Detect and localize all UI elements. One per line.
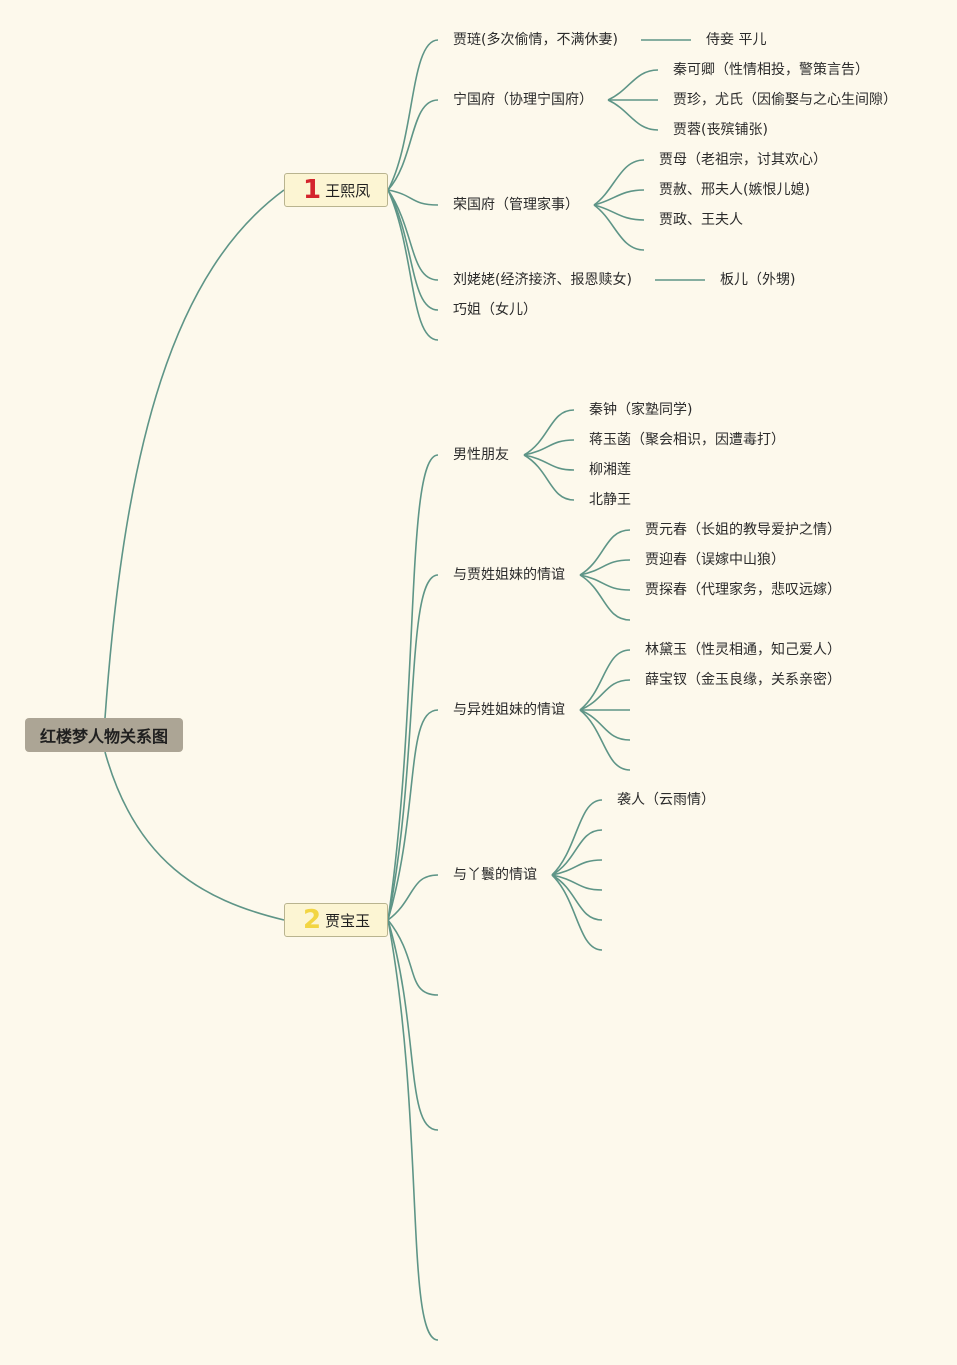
node-maids[interactable]: 与丫鬟的情谊 — [453, 867, 537, 883]
link-main2-b6 — [387, 919, 439, 1131]
node-liulaolao[interactable]: 刘姥姥(经济接济、报恩赎女) — [453, 272, 632, 288]
main-node-label: 王熙凤 — [325, 181, 371, 200]
node-rongguo-child[interactable]: 贾赦、邢夫人(嫉恨儿媳) — [659, 182, 810, 198]
node-ningguo-child[interactable]: 贾蓉(丧殡铺张) — [673, 122, 768, 138]
link-root-main2 — [104, 751, 285, 921]
link-main2-b5 — [387, 919, 439, 996]
link-main1-extra — [387, 189, 439, 341]
link-ningguo-c1 — [607, 69, 659, 101]
link-jia-c4 — [579, 574, 631, 621]
link-maids-c6 — [551, 874, 603, 951]
root-node[interactable]: 红楼梦人物关系图 — [25, 718, 183, 752]
link-other-c5 — [579, 709, 631, 771]
node-other-sister[interactable]: 薛宝钗（金玉良缘，关系亲密） — [645, 672, 841, 688]
main-node-jia-baoyu[interactable]: 2 贾宝玉 — [284, 903, 388, 937]
main-node-wang-xifeng[interactable]: 1 王熙凤 — [284, 173, 388, 207]
link-maids-c4 — [551, 874, 603, 891]
link-main1-ningguo — [387, 99, 439, 191]
node-maid[interactable]: 袭人（云雨情） — [617, 792, 715, 808]
link-main2-b7 — [387, 919, 439, 1341]
link-main1-jialian — [387, 39, 439, 191]
node-ningguo-child[interactable]: 秦可卿（性情相投，警策言告） — [673, 62, 869, 78]
link-other-c2 — [579, 679, 631, 711]
link-maids-c1 — [551, 799, 603, 876]
link-jia-c2 — [579, 559, 631, 576]
node-male-friend[interactable]: 北静王 — [589, 492, 631, 508]
link-other-c1 — [579, 649, 631, 711]
link-rongguo-c2 — [593, 189, 645, 206]
link-maids-c3 — [551, 859, 603, 876]
node-jia-sister[interactable]: 贾元春（长姐的教导爱护之情） — [645, 522, 841, 538]
link-main2-other — [387, 709, 439, 921]
node-rongguo[interactable]: 荣国府（管理家事） — [453, 197, 579, 213]
node-male-friends[interactable]: 男性朋友 — [453, 447, 509, 463]
node-ningguo-child[interactable]: 贾珍，尤氏（因偷娶与之心生间隙） — [673, 92, 897, 108]
link-jia-c3 — [579, 574, 631, 591]
node-ningguo[interactable]: 宁国府（协理宁国府） — [453, 92, 593, 108]
link-main2-male — [387, 454, 439, 921]
node-jia-sister[interactable]: 贾探春（代理家务，悲叹远嫁） — [645, 582, 841, 598]
link-male-c4 — [523, 454, 575, 501]
node-rongguo-child[interactable]: 贾政、王夫人 — [659, 212, 743, 228]
node-male-friend[interactable]: 蒋玉菡（聚会相识，因遭毒打） — [589, 432, 785, 448]
link-other-c4 — [579, 709, 631, 741]
link-main1-qiaojie — [387, 189, 439, 311]
link-main1-liulaolao — [387, 189, 439, 281]
link-root-main1 — [104, 189, 285, 719]
number-badge-2: 2 — [303, 905, 322, 935]
node-jia-sister[interactable]: 贾迎春（误嫁中山狼） — [645, 552, 785, 568]
root-label: 红楼梦人物关系图 — [39, 727, 168, 746]
node-male-friend[interactable]: 秦钟（家塾同学) — [589, 402, 693, 418]
link-main2-maids — [387, 874, 439, 921]
link-main1-rongguo — [387, 189, 439, 206]
link-ningguo-c3 — [607, 99, 659, 131]
link-male-c3 — [523, 454, 575, 471]
link-rongguo-c4 — [593, 204, 645, 251]
main-node-label: 贾宝玉 — [325, 911, 371, 930]
node-qiaojie[interactable]: 巧姐（女儿） — [453, 302, 537, 318]
node-banr[interactable]: 板儿（外甥) — [720, 272, 796, 288]
node-other-sisters[interactable]: 与异姓姐妹的情谊 — [453, 702, 565, 718]
node-jia-sisters[interactable]: 与贾姓姐妹的情谊 — [453, 567, 565, 583]
link-male-c1 — [523, 409, 575, 456]
link-male-c2 — [523, 439, 575, 456]
link-rongguo-c1 — [593, 159, 645, 206]
node-jialian[interactable]: 贾琏(多次偷情，不满休妻) — [453, 32, 618, 48]
link-rongguo-c3 — [593, 204, 645, 221]
link-maids-c5 — [551, 874, 603, 921]
link-main2-jia — [387, 574, 439, 921]
link-jia-c1 — [579, 529, 631, 576]
node-rongguo-child[interactable]: 贾母（老祖宗，讨其欢心） — [659, 152, 827, 168]
number-badge-1: 1 — [303, 175, 322, 205]
node-pinger[interactable]: 侍妾 平儿 — [706, 32, 767, 48]
node-other-sister[interactable]: 林黛玉（性灵相通，知己爱人） — [645, 642, 841, 658]
node-male-friend[interactable]: 柳湘莲 — [589, 462, 631, 478]
link-maids-c2 — [551, 829, 603, 876]
